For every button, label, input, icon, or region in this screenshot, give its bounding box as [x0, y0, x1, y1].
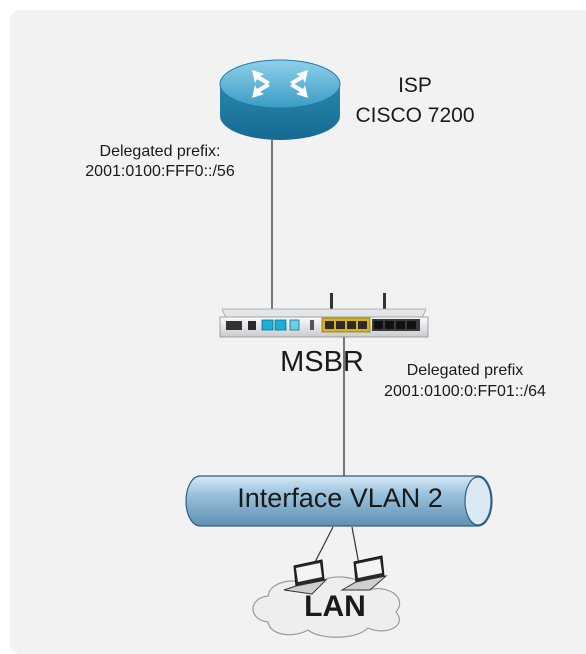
downlink-prefix-label: Delegated prefix: [406, 362, 524, 379]
uplink-prefix-value: 2001:0100:FFF0::/56: [85, 163, 235, 180]
downlink-prefix-value: 2001:0100:0:FF01::/64: [384, 383, 546, 400]
isp-label: ISP: [398, 74, 432, 97]
laptop-icon: [340, 555, 388, 591]
uplink-prefix-label: Delegated prefix:: [99, 143, 221, 160]
laptop-icon: [283, 559, 328, 595]
msbr-device-icon: [219, 293, 429, 338]
msbr-label: MSBR: [280, 346, 364, 378]
vlan-pipe-icon: [185, 475, 493, 527]
vlan-label: Interface VLAN 2: [237, 483, 443, 513]
cloud-icon: [252, 576, 401, 638]
router-icon: [219, 59, 341, 140]
lan-label: LAN: [304, 590, 366, 623]
isp-model-label: CISCO 7200: [355, 104, 475, 127]
